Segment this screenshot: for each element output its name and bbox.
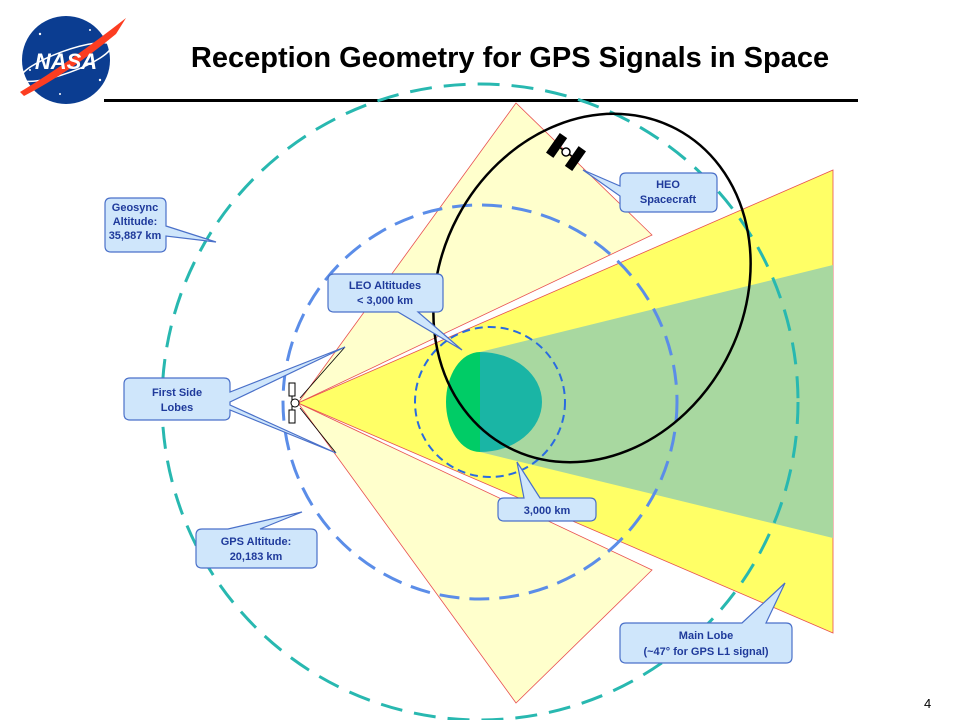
- earth-shadow: [480, 265, 833, 538]
- heo-orbit: [432, 112, 752, 464]
- callout-leo-altitudes: LEO Altitudes < 3,000 km: [327, 273, 463, 351]
- gps-altitude-ring: [281, 203, 679, 601]
- nasa-logo-text: NASA: [35, 49, 97, 74]
- callout-3000km-text: 3,000 km: [524, 505, 571, 517]
- callout-first-side-lobes: First Side Lobes: [123, 346, 346, 454]
- callout-geosync-line1: Geosync: [112, 202, 158, 214]
- callout-main-lobe: Main Lobe (~47° for GPS L1 signal): [619, 582, 793, 664]
- callout-gps-line1: GPS Altitude:: [221, 536, 291, 548]
- leo-3000km-ring: [414, 326, 566, 478]
- earth: [446, 352, 542, 452]
- gps-satellite-icon: [288, 382, 300, 424]
- callout-side-lobes-line1: First Side: [152, 387, 202, 399]
- side-lobe-line-lower: [299, 407, 337, 454]
- callout-heo-line1: HEO: [656, 179, 680, 191]
- callout-3000km: 3,000 km: [497, 461, 597, 522]
- callout-main-lobe-line2: (~47° for GPS L1 signal): [643, 646, 768, 658]
- callout-leo-line2: < 3,000 km: [357, 295, 413, 307]
- side-lobe-line-upper: [299, 346, 346, 399]
- callout-leo-line1: LEO Altitudes: [349, 280, 421, 292]
- callout-heo-spacecraft: HEO Spacecraft: [582, 169, 718, 213]
- callout-geosync-line3: 35,887 km: [109, 230, 162, 242]
- callout-geosync: Geosync Altitude: 35,887 km: [104, 197, 217, 253]
- upper-side-lobe: [297, 102, 653, 404]
- callout-gps-line2: 20,183 km: [230, 551, 283, 563]
- heo-spacecraft-icon: [546, 132, 586, 172]
- nasa-logo: NASA: [19, 16, 126, 104]
- callout-main-lobe-line1: Main Lobe: [679, 630, 733, 642]
- callout-gps-altitude: GPS Altitude: 20,183 km: [195, 511, 318, 569]
- callout-heo-line2: Spacecraft: [640, 194, 697, 206]
- page-number: 4: [924, 696, 932, 711]
- lower-side-lobe: [297, 402, 653, 704]
- slide-title: Reception Geometry for GPS Signals in Sp…: [190, 42, 830, 74]
- callout-geosync-line2: Altitude:: [113, 216, 158, 228]
- callout-side-lobes-line2: Lobes: [161, 402, 193, 414]
- title-rule: [104, 99, 858, 102]
